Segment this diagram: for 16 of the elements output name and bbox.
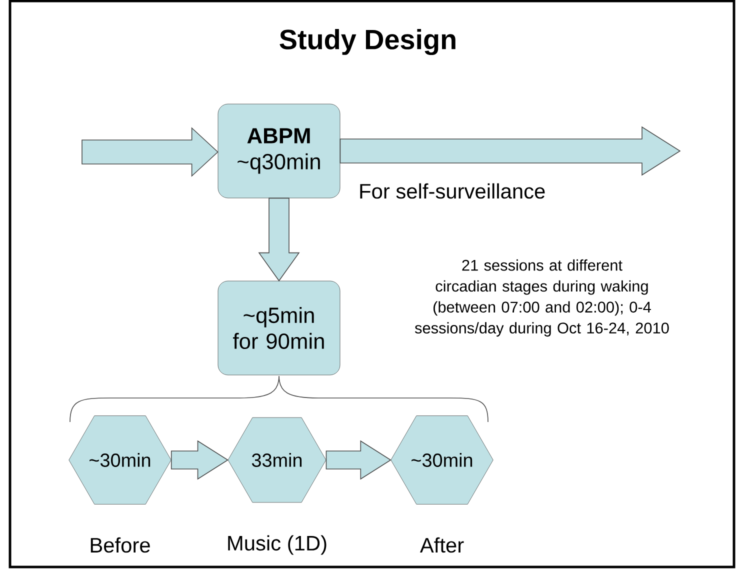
block-arrow [258,198,300,282]
block-arrow [82,127,218,177]
process-box: ABPM ~q30min [218,104,340,198]
process-box: ~q5min for 90min [218,280,340,376]
step-caption: Before [90,537,150,553]
process-hexagon: ~30min [390,416,494,504]
step-caption: After [420,537,464,553]
block-arrow [326,440,392,480]
block-arrow [170,440,229,480]
block-arrow [340,126,681,176]
edge-label: For self-surveillance [360,183,545,199]
step-caption: Music (1D) [228,535,326,555]
note-text: 21 sessions at different circadian stages during waking (between 07:00 and 02:00); 0-4 sessions/day during Oct 16-24, 2010 [414,259,669,337]
title: Study Design [280,28,456,56]
process-hexagon: 33min [228,417,326,503]
process-hexagon: ~30min [68,416,172,504]
